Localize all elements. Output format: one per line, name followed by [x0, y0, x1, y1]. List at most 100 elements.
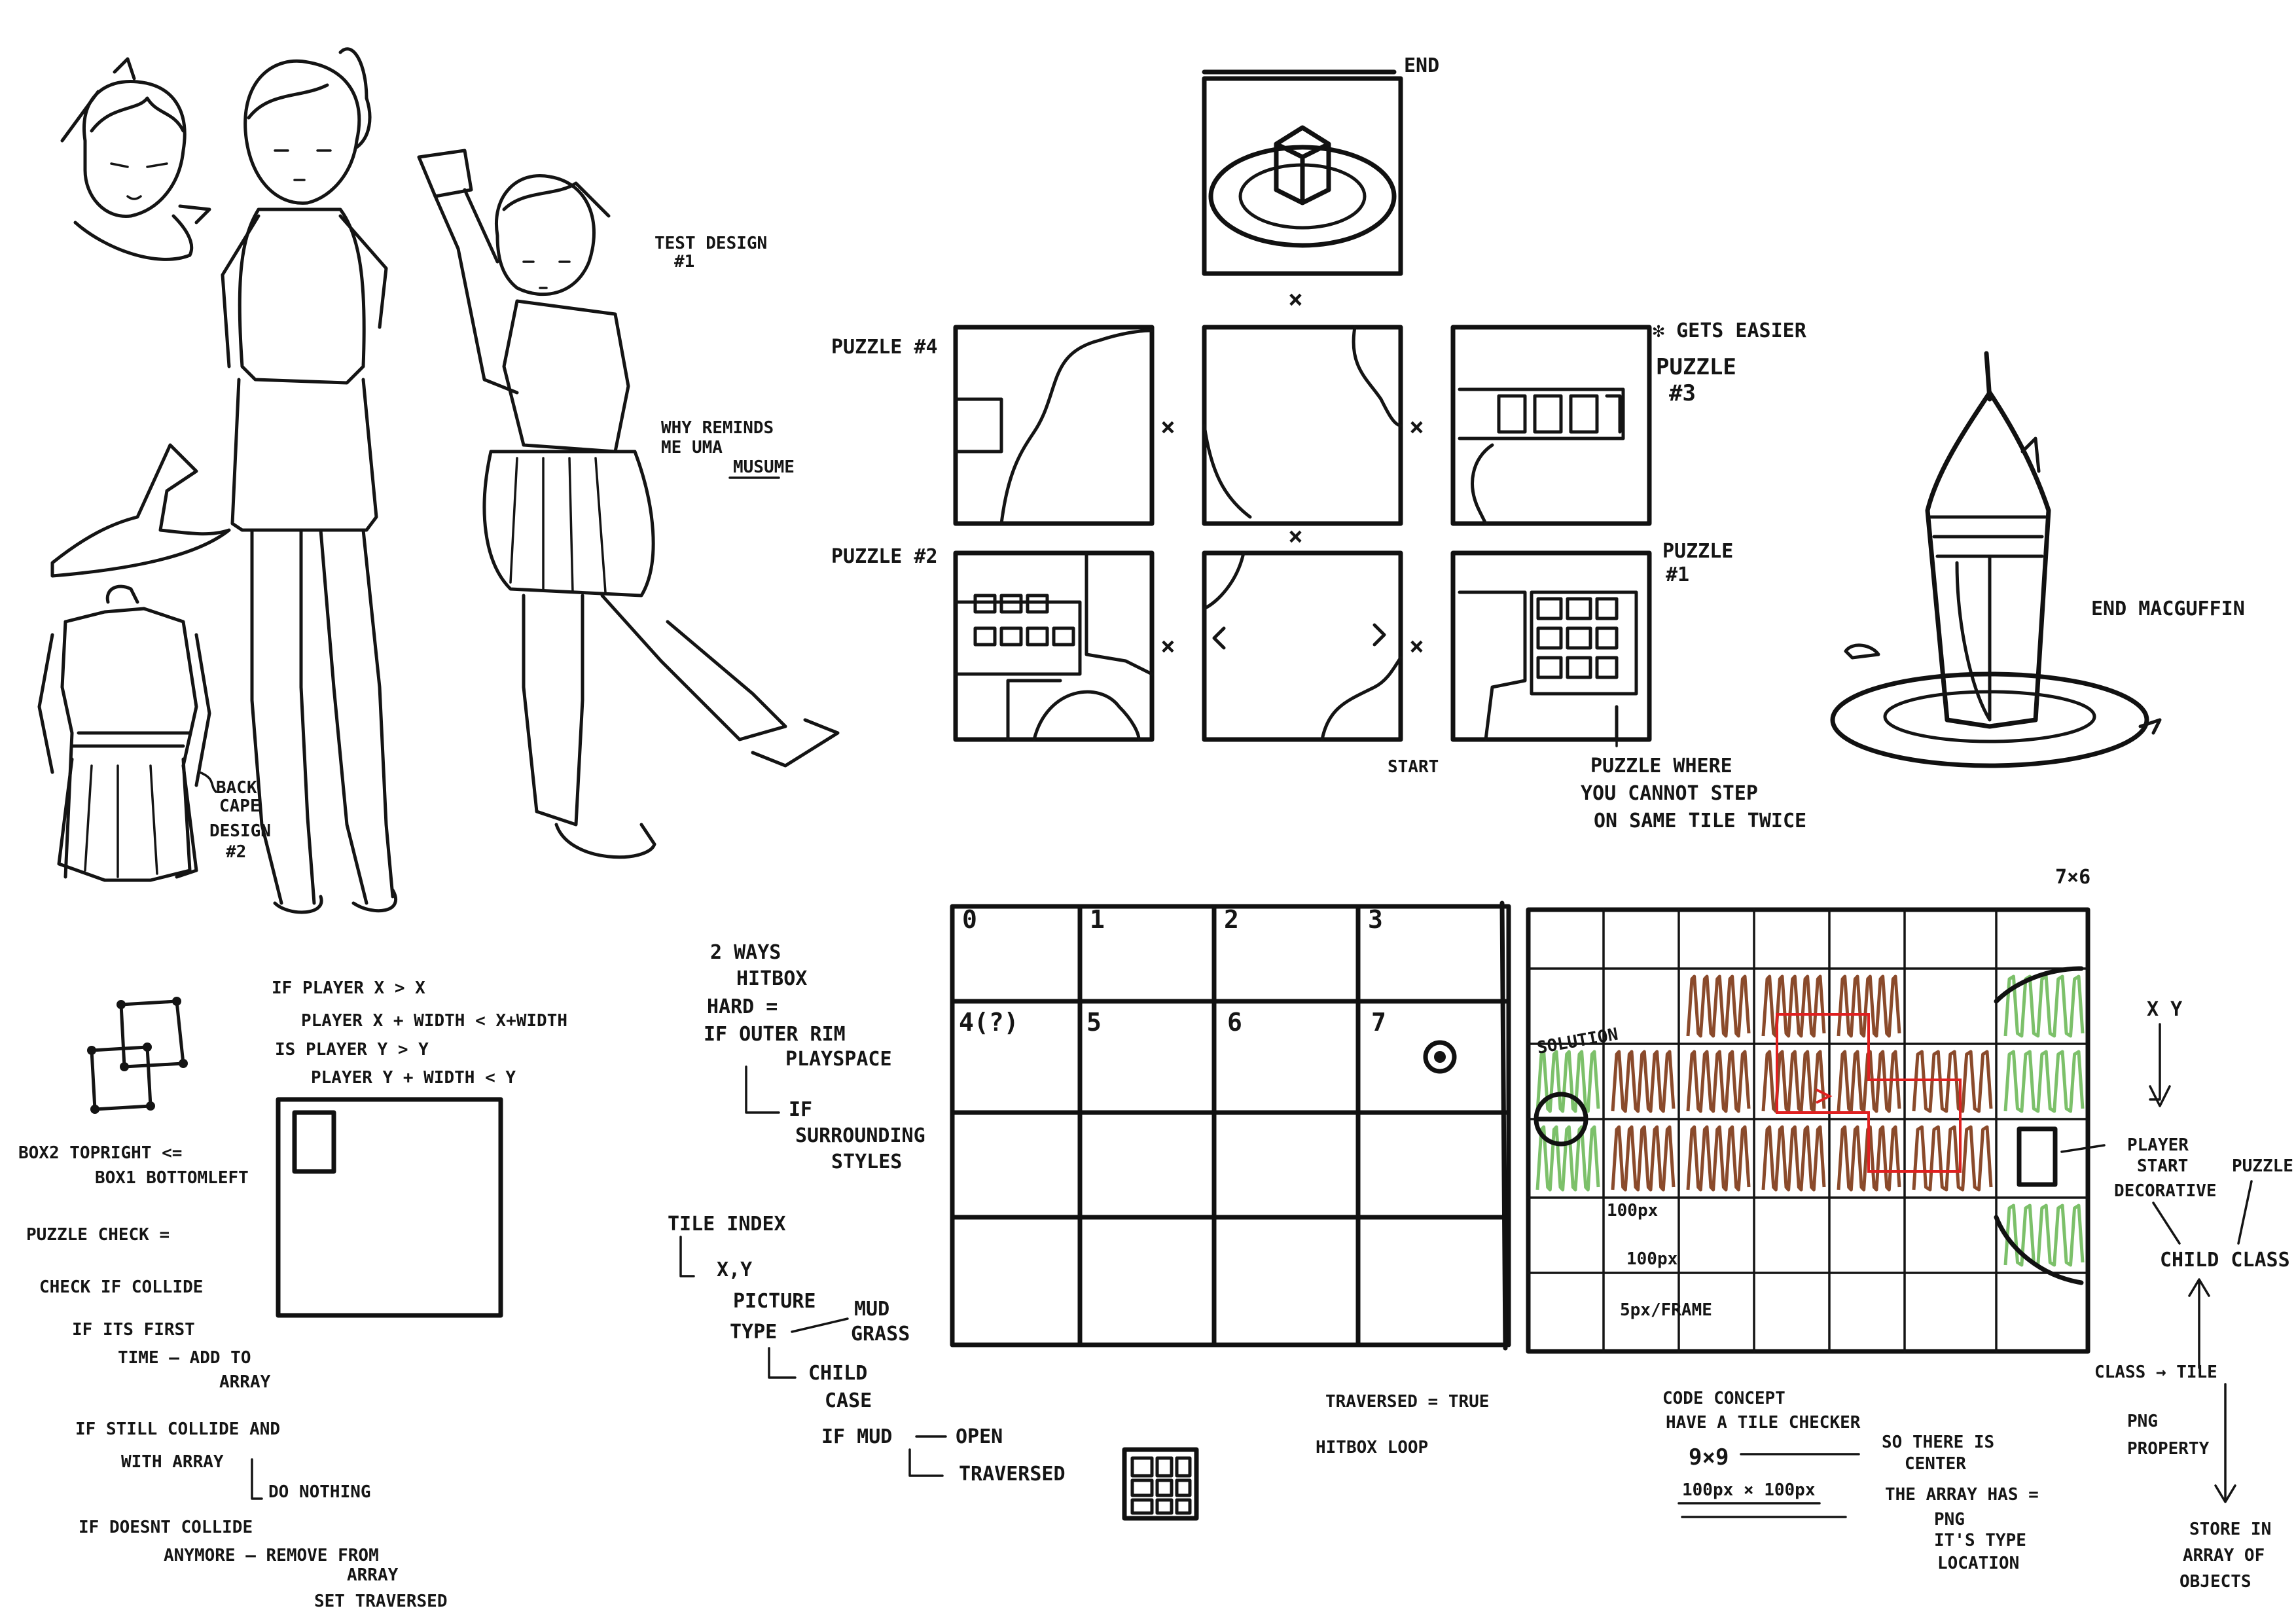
mud-tile-scribble — [1686, 1125, 1751, 1192]
back-cape-line2: CAPE — [219, 796, 260, 816]
mud-tile-scribble — [1761, 1125, 1826, 1192]
collision-notes: IF PLAYER X > X PLAYER X + WIDTH < X+WID… — [18, 978, 567, 1611]
decorative-label: DECORATIVE — [2114, 1181, 2217, 1201]
puzzle-2-label: PUZZLE #2 — [831, 545, 938, 568]
code-concept-size: 100px × 100px — [1682, 1480, 1816, 1500]
mud-tile-scribble — [1611, 1050, 1676, 1113]
standing-figure-sketch — [221, 47, 398, 914]
puzzle-where-line3: ON SAME TILE TWICE — [1594, 810, 1806, 832]
box2-topright-line2: BOX1 BOTTOMLEFT — [95, 1168, 249, 1188]
hitbox-line8: STYLES — [831, 1150, 902, 1173]
puzzle-check-line4: TIME — ADD TO — [118, 1348, 251, 1368]
tile-number-6: 6 — [1227, 1008, 1242, 1037]
traversed-notes: TRAVERSED = TRUE HITBOX LOOP — [1316, 1392, 1489, 1457]
player-start-line1: PLAYER — [2127, 1135, 2189, 1155]
tile-index-title: TILE INDEX — [668, 1213, 786, 1236]
center-room-bottom — [1202, 550, 1403, 742]
puzzle-map-labels: PUZZLE #4 ✻ GETS EASIER PUZZLE #3 PUZZLE… — [831, 319, 1807, 832]
back-cape-line3: DESIGN — [209, 821, 271, 841]
if-player-x-rule: IF PLAYER X > X — [272, 978, 425, 998]
puzzle-check-line10: ANYMORE — REMOVE FROM — [164, 1546, 379, 1565]
collision-box-sketch — [276, 1097, 503, 1318]
mud-tile-scribble — [1611, 1125, 1676, 1192]
if-mud-label: IF MUD — [821, 1425, 892, 1448]
array-has-line1: THE ARRAY HAS = — [1885, 1485, 2039, 1505]
puzzle-room-1 — [1450, 550, 1652, 742]
mud-tile-scribble — [1912, 1050, 1993, 1113]
store-arrow — [2214, 1383, 2236, 1503]
grass-tile-scribble — [2003, 974, 2085, 1038]
center-note-line1: SO THERE IS — [1882, 1433, 1994, 1452]
box2-topright-line1: BOX2 TOPRIGHT <= — [18, 1143, 182, 1163]
xy-label: X Y — [2147, 998, 2182, 1021]
tile-index-notes: TILE INDEX X,Y PICTURE TYPE MUD GRASS CH… — [668, 1213, 1199, 1521]
hitbox-line3: HARD = — [707, 995, 778, 1018]
array-has-line2: PNG — [1934, 1510, 1965, 1529]
code-concept-line1: CODE CONCEPT — [1662, 1389, 1785, 1408]
center-room-top — [1202, 325, 1403, 526]
traversal-arrow — [1816, 1088, 1833, 1104]
hitbox-bracket — [745, 1065, 780, 1114]
array-has-line4: LOCATION — [1937, 1554, 2019, 1573]
puzzle-3-label-line1: PUZZLE — [1656, 354, 1736, 380]
puzzle-where-line1: PUZZLE WHERE — [1590, 755, 1732, 777]
mud-tile-scribble — [1686, 974, 1751, 1038]
class-diagram: X Y PLAYER START DECORATIVE PUZZLE CHILD… — [2060, 998, 2293, 1592]
traversal-path — [1776, 1013, 1962, 1173]
child-case-bracket — [768, 1347, 797, 1379]
character-sketches — [37, 47, 840, 914]
hitbox-line1: 2 WAYS — [710, 941, 781, 964]
puzzle-check-line8: DO NOTHING — [268, 1482, 371, 1502]
waving-figure-sketch — [417, 149, 840, 859]
frame-label: 5px/FRAME — [1620, 1300, 1712, 1320]
player-start-box — [2017, 1126, 2058, 1187]
hitbox-line7: SURROUNDING — [795, 1124, 925, 1147]
tile-number-4: 4(?) — [959, 1008, 1019, 1037]
grid-size-label: 7×6 — [2055, 866, 2090, 889]
center-note-line2: CENTER — [1905, 1454, 1966, 1474]
puzzle-1-label-line1: PUZZLE — [1662, 540, 1733, 563]
do-nothing-bracket — [251, 1458, 263, 1500]
px100-label-b: 100px — [1626, 1249, 1677, 1269]
child-class-branches — [2152, 1180, 2253, 1245]
x-mark-vertical: × — [1288, 522, 1303, 550]
cape-pointer-arrow — [198, 771, 217, 793]
connector-marks: × × × × × × — [1160, 285, 1424, 660]
head-sketch — [60, 57, 211, 261]
hitbox-line4: IF OUTER RIM — [704, 1023, 846, 1046]
open-label: OPEN — [956, 1425, 1003, 1448]
is-player-y-rule: IS PLAYER Y > Y — [275, 1040, 429, 1060]
gets-easier-label: ✻ GETS EASIER — [1653, 319, 1807, 342]
store-in-line3: OBJECTS — [2179, 1572, 2251, 1592]
puzzle-check-line11: ARRAY — [347, 1565, 399, 1585]
overlapping-boxes-sketch — [87, 997, 188, 1114]
child-class-label: CHILD CLASS — [2160, 1249, 2290, 1272]
type-arrow — [791, 1317, 849, 1333]
puzzle-room-4 — [953, 325, 1155, 526]
test-design-label-line2: #1 — [674, 252, 694, 272]
x-mark-center-3: × — [1409, 412, 1424, 441]
start-label: START — [1388, 757, 1439, 777]
hitbox-line5: PLAYSPACE — [785, 1048, 892, 1071]
cape-dress-sketch — [37, 584, 211, 882]
puzzle-word-label: PUZZLE — [2232, 1156, 2293, 1176]
traversed-label: TRAVERSED — [959, 1463, 1066, 1486]
mini-tile-grid-sketch — [1122, 1447, 1199, 1521]
why-reminds-line3: MUSUME — [733, 457, 795, 477]
puzzle-where-line2: YOU CANNOT STEP — [1581, 782, 1758, 805]
xy-arrow — [2149, 1023, 2171, 1107]
hitbox-line6: IF — [789, 1098, 812, 1121]
hitbox-line2: HITBOX — [736, 967, 807, 990]
end-macguffin-sketch: END MACGUFFIN — [1830, 351, 2245, 768]
player-start-line2: START — [2137, 1156, 2188, 1176]
tile-index-grass: GRASS — [851, 1323, 910, 1346]
x-mark-4-center: × — [1160, 412, 1175, 441]
character-notes: TEST DESIGN #1 WHY REMINDS ME UMA MUSUME… — [209, 234, 795, 862]
witch-hat-sketch — [50, 443, 231, 578]
player-y-width-rule: PLAYER Y + WIDTH < Y — [311, 1068, 516, 1088]
player-x-width-rule: PLAYER X + WIDTH < X+WIDTH — [301, 1011, 567, 1031]
mud-tile-scribble — [1912, 1125, 1993, 1192]
x-mark-center-1: × — [1409, 632, 1424, 660]
traversed-bracket — [908, 1448, 944, 1477]
